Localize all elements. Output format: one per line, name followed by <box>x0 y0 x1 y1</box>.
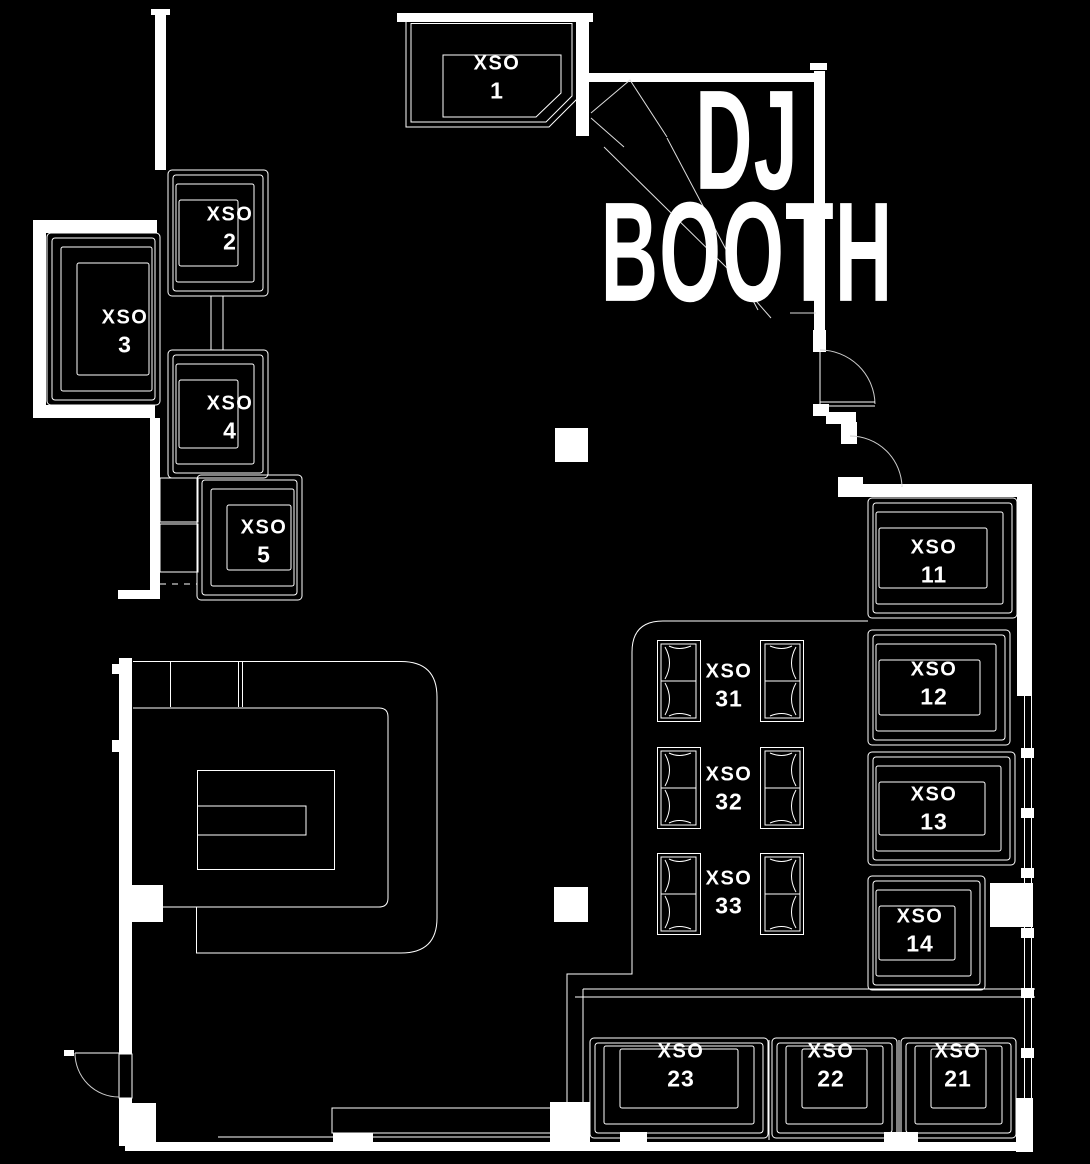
booth-shape-xso-1[interactable] <box>405 18 578 128</box>
door-upper-icon <box>819 349 876 407</box>
walls <box>33 9 1034 1152</box>
door-lower-icon <box>849 435 903 490</box>
side-table <box>159 477 199 523</box>
bar-island <box>197 770 335 870</box>
chair-32-right[interactable] <box>760 747 804 829</box>
booth-shape-xso-13[interactable] <box>867 751 1016 866</box>
booth-dividers <box>768 1040 900 1140</box>
bar-counter <box>133 661 438 954</box>
dj-booth-label: DJ BOOTH <box>600 60 894 332</box>
booth-shape-xso-21[interactable] <box>900 1037 1017 1139</box>
booth-shape-xso-3[interactable] <box>46 232 161 406</box>
window-wall <box>1024 695 1032 1100</box>
booth-shape-xso-4[interactable] <box>167 349 269 479</box>
booth-shape-xso-22[interactable] <box>771 1037 898 1139</box>
dj-ramp-lines <box>590 79 816 319</box>
booth-shape-xso-14[interactable] <box>867 875 986 991</box>
booth-shape-xso-11[interactable] <box>867 497 1018 619</box>
booth-shape-xso-12[interactable] <box>867 629 1011 746</box>
chair-32-left[interactable] <box>657 747 701 829</box>
chair-31-right[interactable] <box>760 640 804 722</box>
chair-31-left[interactable] <box>657 640 701 722</box>
booth-shape-xso-2[interactable] <box>167 169 269 297</box>
dj-booth-line1: DJ <box>695 60 799 220</box>
lounge-boundary <box>566 620 1035 1103</box>
chair-33-right[interactable] <box>760 853 804 935</box>
dj-booth-line2: BOOTH <box>600 173 894 332</box>
bench <box>331 1107 561 1134</box>
booth-shape-xso-5[interactable] <box>196 474 303 601</box>
booth-shape-xso-23[interactable] <box>589 1037 769 1139</box>
side-table <box>159 523 199 573</box>
connector-table <box>210 295 224 351</box>
door-bottomleft-icon <box>74 1052 133 1099</box>
chair-33-left[interactable] <box>657 853 701 935</box>
